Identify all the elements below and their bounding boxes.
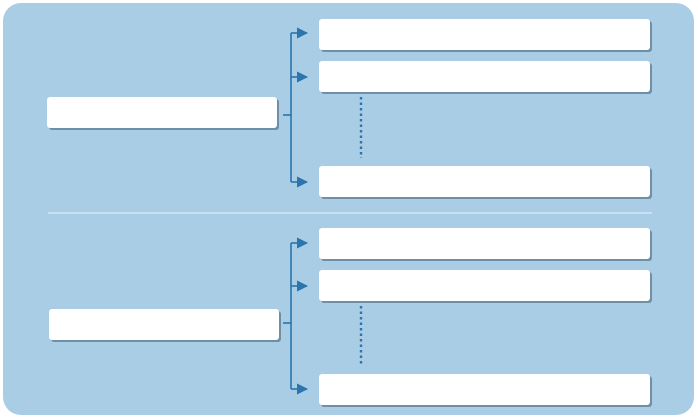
group-2-source-box	[49, 309, 279, 340]
group-2-target-box-1	[319, 228, 650, 259]
group-divider	[48, 212, 652, 214]
group-1-target-box-3	[319, 166, 650, 197]
group-1-source-box	[47, 97, 277, 128]
group-1-target-box-2	[319, 61, 650, 92]
group-2-target-box-3	[319, 374, 650, 405]
group-2-target-box-2	[319, 270, 650, 301]
group-1-target-box-1	[319, 19, 650, 50]
